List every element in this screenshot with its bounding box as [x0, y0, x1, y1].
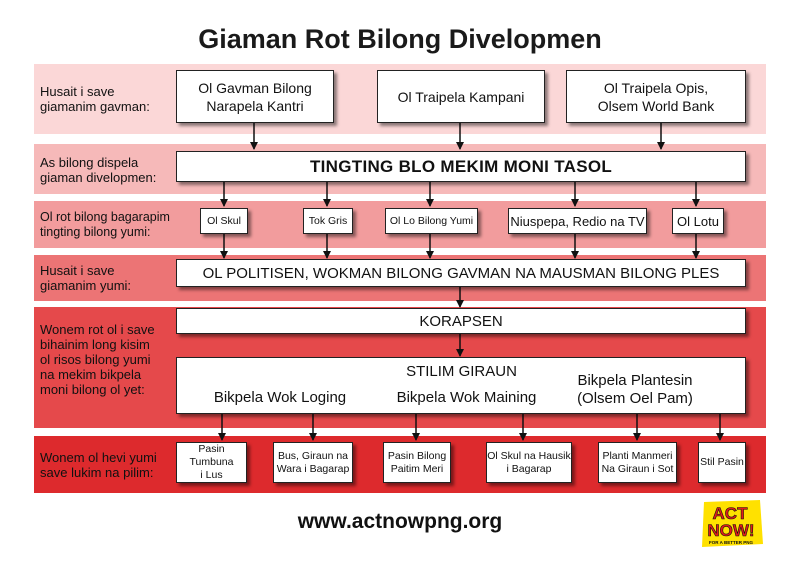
- problem-box-stealing: Stil Pasin: [698, 442, 746, 483]
- website-url: www.actnowpng.org: [297, 510, 503, 533]
- deceivers-box: OL POLITISEN, WOKMAN BILONG GAVMAN NA MA…: [176, 259, 746, 287]
- core-idea-box: TINGTING BLO MEKIM MONI TASOL: [176, 151, 746, 182]
- logo-line2: NOW!: [707, 521, 754, 540]
- path-box-media: Niuspepa, Redio na TV: [508, 208, 647, 234]
- oil-palm-label: (Olsem Oel Pam): [577, 390, 693, 407]
- path-box-tok-gris: Tok Gris: [303, 208, 353, 234]
- path-box-laws: Ol Lo Bilong Yumi: [385, 208, 478, 234]
- logo-icon: ACT NOW! FOR A BETTER PNG: [702, 500, 763, 547]
- source-box-big-companies: Ol Traipela Kampani: [377, 70, 545, 123]
- actnow-logo: ACT NOW! FOR A BETTER PNG: [700, 500, 766, 552]
- logo-tagline: FOR A BETTER PNG: [709, 540, 753, 545]
- stilim-giraun-label: STILIM GIRAUN: [406, 363, 517, 380]
- land-grab-box: STILIM GIRAUN Bikpela Wok Loging Bikpela…: [176, 357, 746, 414]
- logo-line1: ACT: [713, 504, 749, 523]
- logging-label: Bikpela Wok Loging: [213, 389, 347, 406]
- source-box-big-offices: Ol Traipela Opis,Olsem World Bank: [566, 70, 746, 123]
- path-box-churches: Ol Lotu: [672, 208, 724, 234]
- mining-label: Bikpela Wok Maining: [396, 389, 537, 406]
- corruption-box: KORAPSEN: [176, 308, 746, 334]
- path-box-schools: Ol Skul: [200, 208, 248, 234]
- plantation-label: Bikpela Plantesin: [577, 372, 693, 389]
- diagram-title: Giaman Rot Bilong Divelopmen: [198, 24, 602, 54]
